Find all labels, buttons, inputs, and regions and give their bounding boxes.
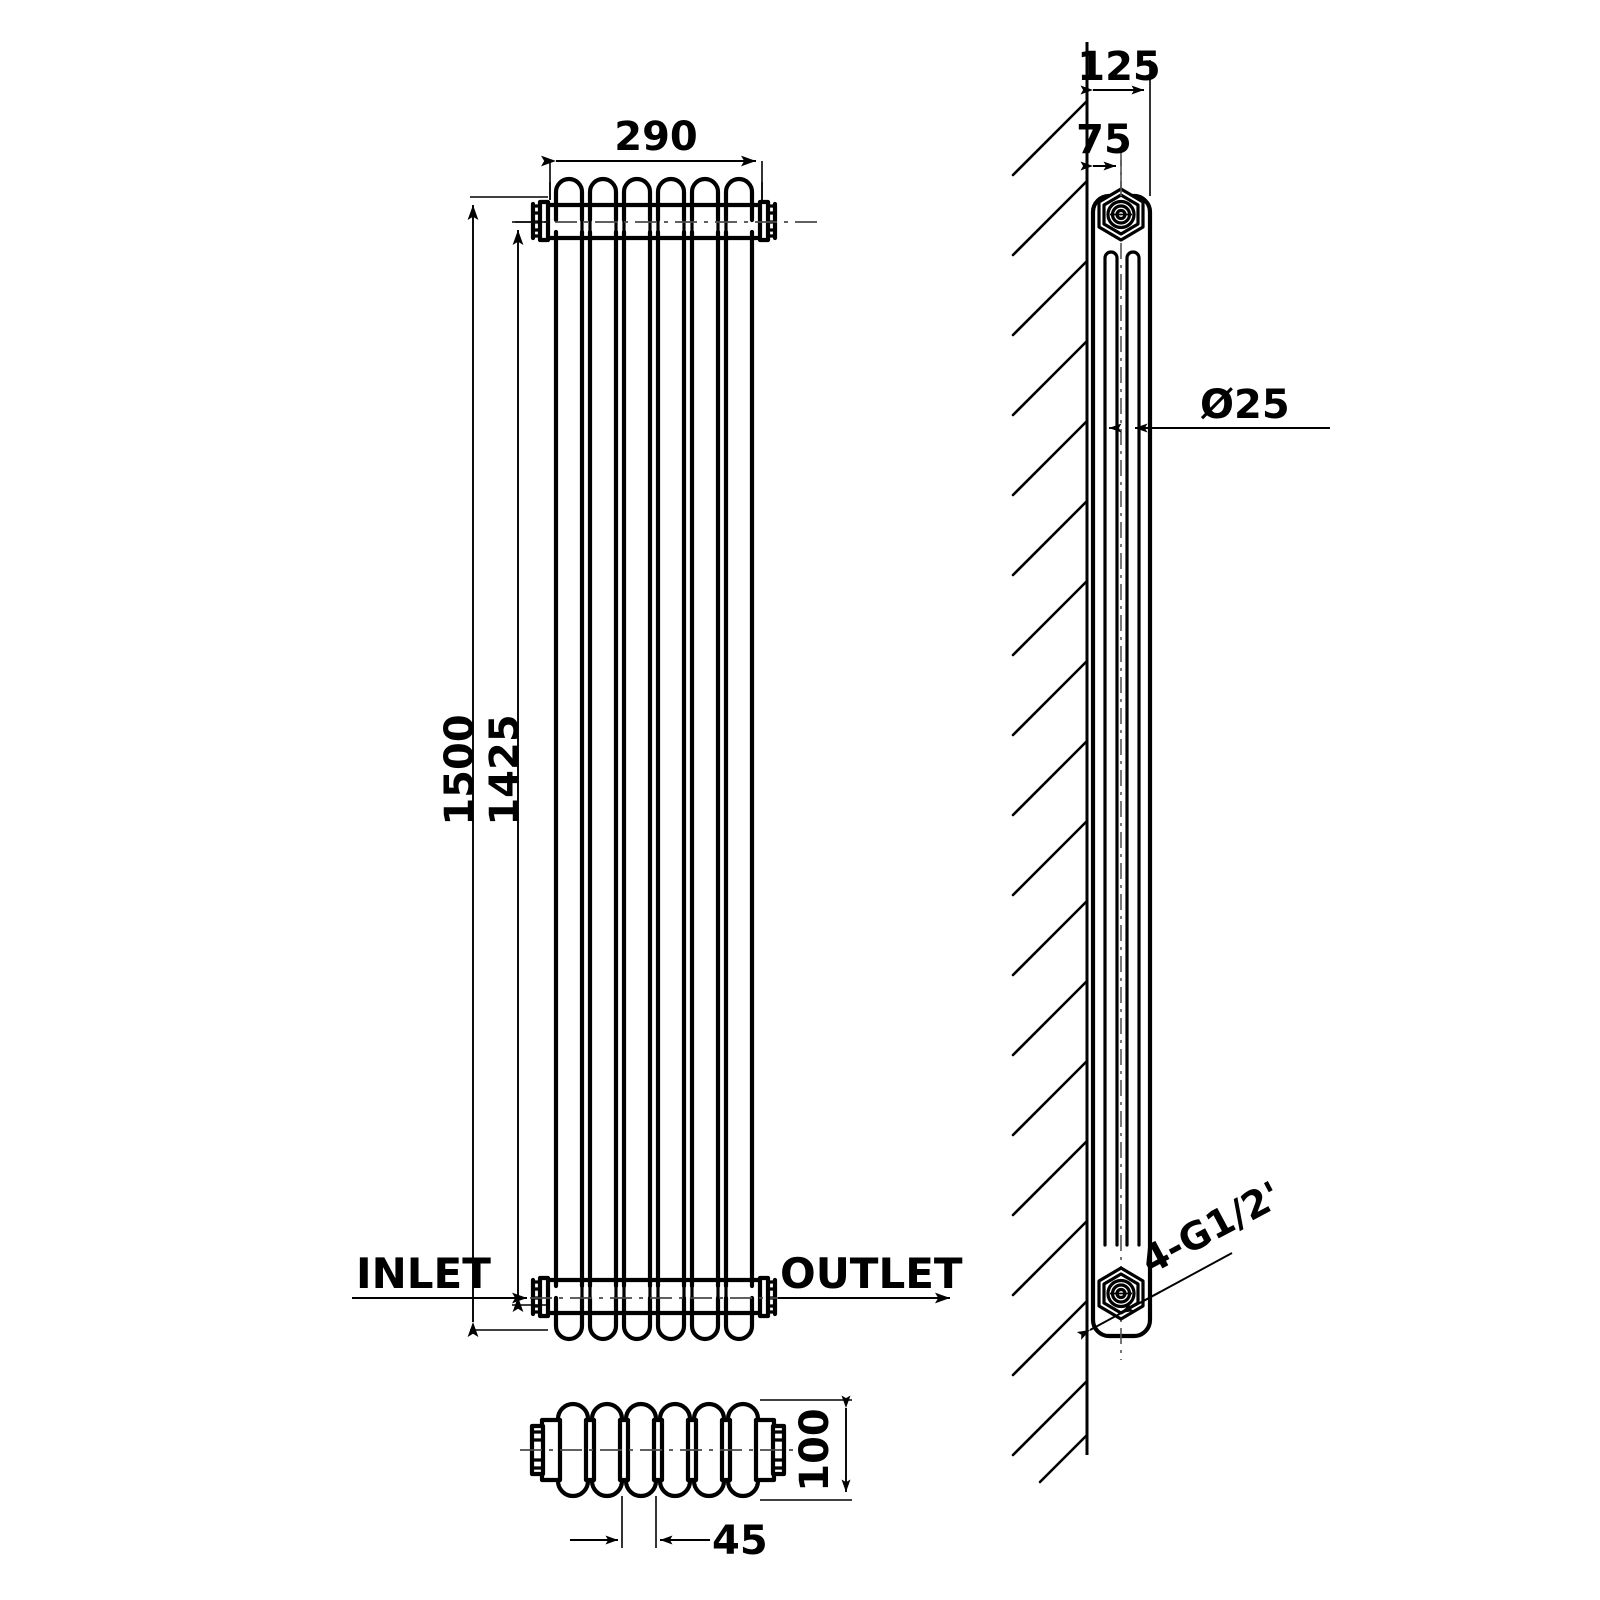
- dim-width-label: 290: [614, 114, 698, 160]
- top-connection-fitting: [1097, 187, 1145, 242]
- dim-depth-label: 125: [1077, 44, 1161, 90]
- outlet-label: OUTLET: [780, 1249, 963, 1298]
- side-view-channel-right: [1125, 250, 1141, 1247]
- dim-pitch-label: 45: [712, 1518, 768, 1564]
- dim-tube-diameter-label: Ø25: [1200, 382, 1290, 428]
- front-view-dimensions: 290 1500 1425: [437, 114, 763, 1337]
- dim-plan-depth-label: 100: [792, 1408, 838, 1492]
- side-view: [1011, 42, 1153, 1484]
- dim-wall-centre-label: 75: [1076, 117, 1132, 163]
- dim-thread-label: 4-G1/2': [1134, 1173, 1289, 1283]
- plan-view-dimensions: 100 45: [570, 1395, 852, 1564]
- wall-hatching: [1011, 99, 1089, 1484]
- radiator-columns: [553, 229, 755, 1289]
- front-view-top-header: [530, 176, 778, 243]
- inlet-label: INLET: [356, 1249, 491, 1298]
- front-view: [515, 176, 820, 1342]
- dim-height-label: 1500: [437, 714, 483, 825]
- flow-annotation: INLET OUTLET: [352, 1249, 963, 1304]
- plan-view: [520, 1401, 800, 1499]
- dim-centres-label: 1425: [482, 714, 528, 825]
- front-view-bottom-header: [530, 1275, 778, 1342]
- side-view-channel-left: [1103, 250, 1119, 1247]
- bottom-connection-fitting: [1097, 1266, 1145, 1321]
